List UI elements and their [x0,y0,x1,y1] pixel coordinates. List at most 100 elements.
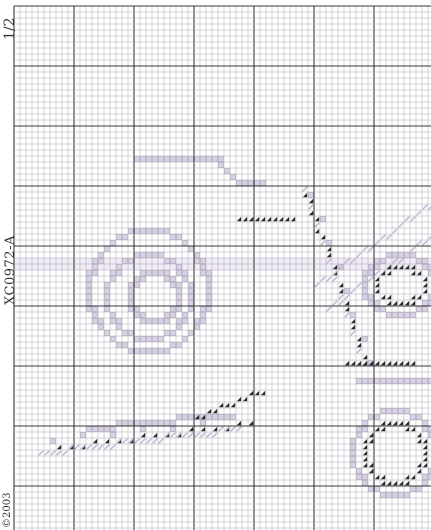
light-stitch [129,259,134,264]
light-stitch [183,337,188,342]
light-stitch [141,277,146,282]
light-stitch [165,229,170,234]
light-stitch [189,331,194,336]
light-stitch [363,283,368,288]
light-stitch [351,445,356,450]
light-stitch [417,415,422,420]
light-stitch [123,343,128,348]
light-stitch [189,289,194,294]
light-stitch [129,349,134,354]
light-stitch [189,301,194,306]
light-stitch [189,415,194,420]
light-stitch [255,181,260,186]
light-stitch [81,433,86,438]
light-stitch [423,301,428,306]
light-stitch [171,259,176,264]
light-stitch [93,259,98,264]
light-stitch [177,319,182,324]
light-stitch [423,481,428,486]
light-stitch [219,163,224,168]
light-stitch [159,337,164,342]
light-stitch [207,301,212,306]
light-stitch [417,259,422,264]
light-stitch [111,313,116,318]
light-stitch [105,427,110,432]
light-stitch [243,181,248,186]
light-stitch [411,379,416,384]
light-stitch [105,301,110,306]
light-stitch [423,265,428,270]
light-stitch [189,295,194,300]
light-stitch [147,271,152,276]
light-stitch [375,415,380,420]
light-stitch [141,313,146,318]
light-stitch [141,253,146,258]
light-stitch [387,493,392,498]
light-stitch [387,379,392,384]
light-stitch [135,157,140,162]
light-stitch [369,415,374,420]
light-stitch [423,379,428,384]
light-stitch [201,313,206,318]
light-stitch [129,301,134,306]
light-stitch [141,157,146,162]
light-stitch [117,265,122,270]
light-stitch [357,427,362,432]
light-stitch [159,421,164,426]
light-stitch [357,379,362,384]
light-stitch [153,349,158,354]
light-stitch [189,157,194,162]
light-stitch [177,265,182,270]
light-stitch [165,313,170,318]
light-stitch [351,463,356,468]
light-stitch [393,253,398,258]
light-stitch [99,253,104,258]
light-stitch [117,343,122,348]
light-stitch [117,319,122,324]
light-stitch [363,379,368,384]
light-stitch [135,307,140,312]
light-stitch [135,283,140,288]
light-stitch [351,451,356,456]
light-stitch [99,319,104,324]
light-stitch [93,319,98,324]
light-stitch [369,301,374,306]
light-stitch [423,421,428,426]
light-stitch [87,295,92,300]
light-stitch [165,349,170,354]
light-stitch [201,271,206,276]
light-stitch [147,253,152,258]
light-stitch [237,181,242,186]
light-stitch [423,259,428,264]
light-stitch [177,271,182,276]
light-stitch [141,349,146,354]
light-stitch [105,307,110,312]
light-stitch [153,337,158,342]
light-stitch [423,307,428,312]
light-stitch [195,157,200,162]
light-stitch [141,319,146,324]
light-stitch [147,229,152,234]
light-stitch [207,289,212,294]
light-stitch [171,343,176,348]
light-stitch [159,349,164,354]
light-stitch [399,313,404,318]
light-stitch [93,313,98,318]
light-stitch [195,319,200,324]
light-stitch [117,325,122,330]
light-stitch [117,235,122,240]
light-stitch [111,271,116,276]
light-stitch [207,415,212,420]
light-stitch [141,271,146,276]
light-stitch [87,289,92,294]
light-stitch [375,307,380,312]
light-stitch [93,427,98,432]
light-stitch [381,259,386,264]
light-stitch [87,271,92,276]
light-stitch [111,427,116,432]
light-stitch [189,247,194,252]
light-stitch [213,157,218,162]
light-stitch [111,337,116,342]
light-stitch [423,475,428,480]
